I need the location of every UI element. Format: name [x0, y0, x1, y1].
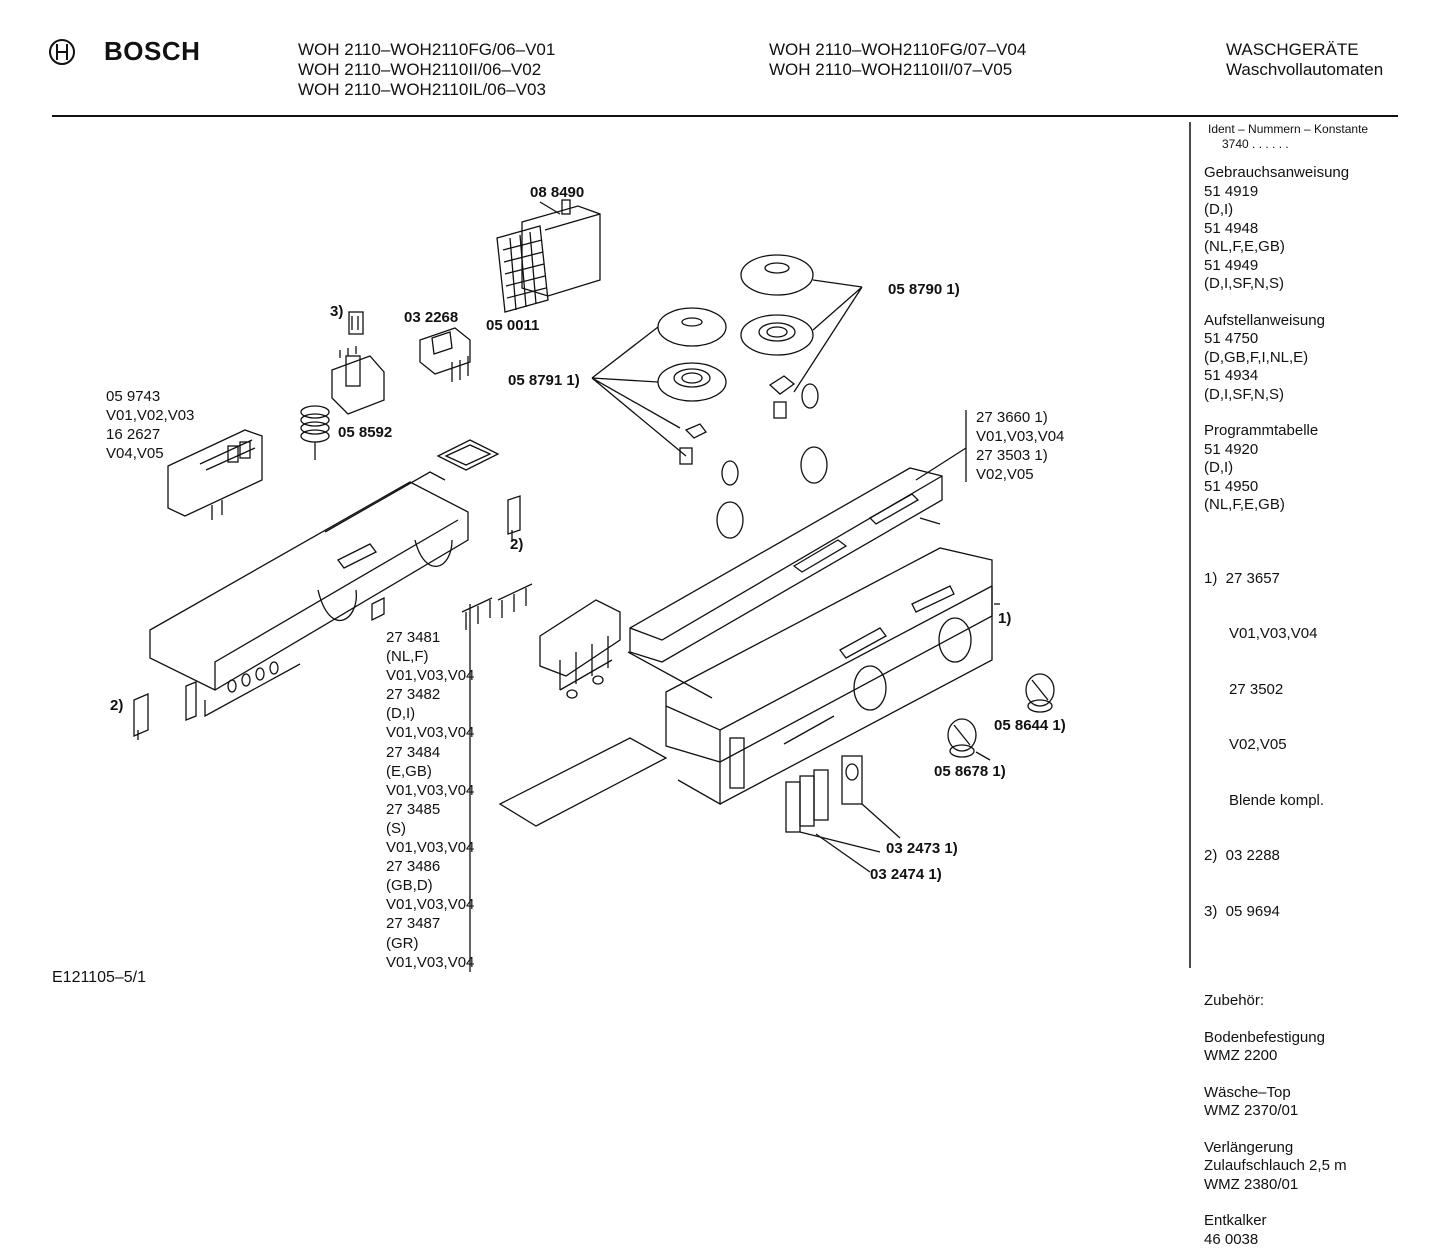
- label-line: 27 3486: [386, 857, 474, 876]
- sidebar-line: (D,GB,F,I,NL,E): [1204, 349, 1349, 368]
- part-label-032473: 03 2473 1): [886, 840, 958, 857]
- sidebar-line: 51 4750: [1204, 330, 1349, 349]
- label-line: (S): [386, 819, 474, 838]
- sidebar-line: 3) 05 9694: [1204, 903, 1349, 922]
- sidebar-line: 51 4950: [1204, 478, 1349, 497]
- sidebar-block: Programmtabelle 51 4920 (D,I) 51 4950 (N…: [1204, 422, 1349, 515]
- sidebar-block-footnotes: 1) 27 3657 V01,V03,V04 27 3502 V02,V05 B…: [1204, 533, 1349, 959]
- sidebar-block: Bodenbefestigung WMZ 2200: [1204, 1029, 1349, 1066]
- label-line: (GR): [386, 934, 474, 953]
- label-line: V01,V03,V04: [386, 666, 474, 685]
- part-label-058791: 05 8791 1): [508, 372, 580, 389]
- sidebar-block: Entkalker 46 0038: [1204, 1212, 1349, 1249]
- sidebar-line: Bodenbefestigung: [1204, 1029, 1349, 1048]
- part-label-058644: 05 8644 1): [994, 717, 1066, 734]
- sidebar-line: Entkalker: [1204, 1212, 1349, 1231]
- label-line: 27 3481: [386, 628, 474, 647]
- label-line: 27 3484: [386, 743, 474, 762]
- sidebar-line: WMZ 2370/01: [1204, 1102, 1349, 1121]
- part-label-058678: 05 8678 1): [934, 763, 1006, 780]
- part-label-059743: 05 9743 V01,V02,V03 16 2627 V04,V05: [106, 387, 194, 463]
- label-line: V01,V03,V04: [386, 781, 474, 800]
- sidebar-line: (D,I): [1204, 459, 1349, 478]
- sidebar-block: Aufstellanweisung 51 4750 (D,GB,F,I,NL,E…: [1204, 312, 1349, 405]
- part-label-footnote-2b: 2): [110, 697, 123, 714]
- sidebar-line: (NL,F,E,GB): [1204, 238, 1349, 257]
- label-line: V04,V05: [106, 444, 194, 463]
- label-line: V01,V02,V03: [106, 406, 194, 425]
- sidebar-line: Zulaufschlauch 2,5 m: [1204, 1157, 1349, 1176]
- label-line: 27 3485: [386, 800, 474, 819]
- label-line: 27 3660 1): [976, 408, 1064, 427]
- label-line: 27 3482: [386, 685, 474, 704]
- part-label-footnote-2a: 2): [510, 536, 523, 553]
- sidebar-block: Verlängerung Zulaufschlauch 2,5 m WMZ 23…: [1204, 1139, 1349, 1195]
- part-label-footnote-1: 1): [998, 610, 1011, 627]
- label-line: 05 9743: [106, 387, 194, 406]
- label-line: (NL,F): [386, 647, 474, 666]
- motor-block: [497, 200, 600, 312]
- sidebar-line: 51 4934: [1204, 367, 1349, 386]
- ident-title: Ident – Nummern – Konstante: [1208, 122, 1368, 137]
- label-line: V01,V03,V04: [976, 427, 1064, 446]
- ident-header: Ident – Nummern – Konstante 3740 . . . .…: [1208, 122, 1368, 152]
- part-label-058790: 05 8790 1): [888, 281, 960, 298]
- sidebar-line: 46 0038: [1204, 1231, 1349, 1249]
- part-label-058592: 05 8592: [338, 424, 392, 441]
- label-line: V02,V05: [976, 465, 1064, 484]
- sidebar-notes: Gebrauchsanweisung 51 4919 (D,I) 51 4948…: [1204, 164, 1349, 1249]
- sidebar-block: Gebrauchsanweisung 51 4919 (D,I) 51 4948…: [1204, 164, 1349, 294]
- part-label-273660: 27 3660 1) V01,V03,V04 27 3503 1) V02,V0…: [976, 408, 1064, 484]
- sidebar-line: V01,V03,V04: [1204, 625, 1349, 644]
- sidebar-line: Blende kompl.: [1204, 792, 1349, 811]
- label-line: 16 2627: [106, 425, 194, 444]
- sidebar-line: 2) 03 2288: [1204, 847, 1349, 866]
- sidebar-line: V02,V05: [1204, 736, 1349, 755]
- sidebar-line: WMZ 2200: [1204, 1047, 1349, 1066]
- sidebar-line: 51 4919: [1204, 183, 1349, 202]
- part-label-050011: 05 0011: [486, 317, 539, 334]
- label-line: V01,V03,V04: [386, 953, 474, 972]
- part-label-032474: 03 2474 1): [870, 866, 942, 883]
- sidebar-block: Wäsche–Top WMZ 2370/01: [1204, 1084, 1349, 1121]
- footer-code: E121105–5/1: [52, 968, 146, 987]
- sidebar-line: Gebrauchsanweisung: [1204, 164, 1349, 183]
- sidebar-line: 51 4948: [1204, 220, 1349, 239]
- label-line: V01,V03,V04: [386, 723, 474, 742]
- sidebar-line: (NL,F,E,GB): [1204, 496, 1349, 515]
- sidebar-line: 1) 27 3657: [1204, 570, 1349, 589]
- sidebar-line: Aufstellanweisung: [1204, 312, 1349, 331]
- sidebar-line: 51 4920: [1204, 441, 1349, 460]
- part-label-273481-list: 27 3481 (NL,F) V01,V03,V04 27 3482 (D,I)…: [386, 628, 474, 972]
- label-line: V01,V03,V04: [386, 838, 474, 857]
- part-label-footnote-3: 3): [330, 303, 343, 320]
- sidebar-line: 51 4949: [1204, 257, 1349, 276]
- ident-value: 3740 . . . . . .: [1208, 137, 1368, 152]
- label-line: (D,I): [386, 704, 474, 723]
- label-line: (GB,D): [386, 876, 474, 895]
- label-line: 27 3487: [386, 914, 474, 933]
- sidebar-line: WMZ 2380/01: [1204, 1176, 1349, 1195]
- part-label-088490: 08 8490: [530, 184, 584, 201]
- part-label-032268: 03 2268: [404, 309, 458, 326]
- sidebar-line: Zubehör:: [1204, 992, 1349, 1011]
- label-line: V01,V03,V04: [386, 895, 474, 914]
- label-line: 27 3503 1): [976, 446, 1064, 465]
- sidebar-line: Verlängerung: [1204, 1139, 1349, 1158]
- sidebar-line: (D,I): [1204, 201, 1349, 220]
- sidebar-line: 27 3502: [1204, 681, 1349, 700]
- sidebar-line: (D,I,SF,N,S): [1204, 275, 1349, 294]
- sidebar-line: Wäsche–Top: [1204, 1084, 1349, 1103]
- sidebar-line: (D,I,SF,N,S): [1204, 386, 1349, 405]
- label-line: (E,GB): [386, 762, 474, 781]
- sidebar-line: Programmtabelle: [1204, 422, 1349, 441]
